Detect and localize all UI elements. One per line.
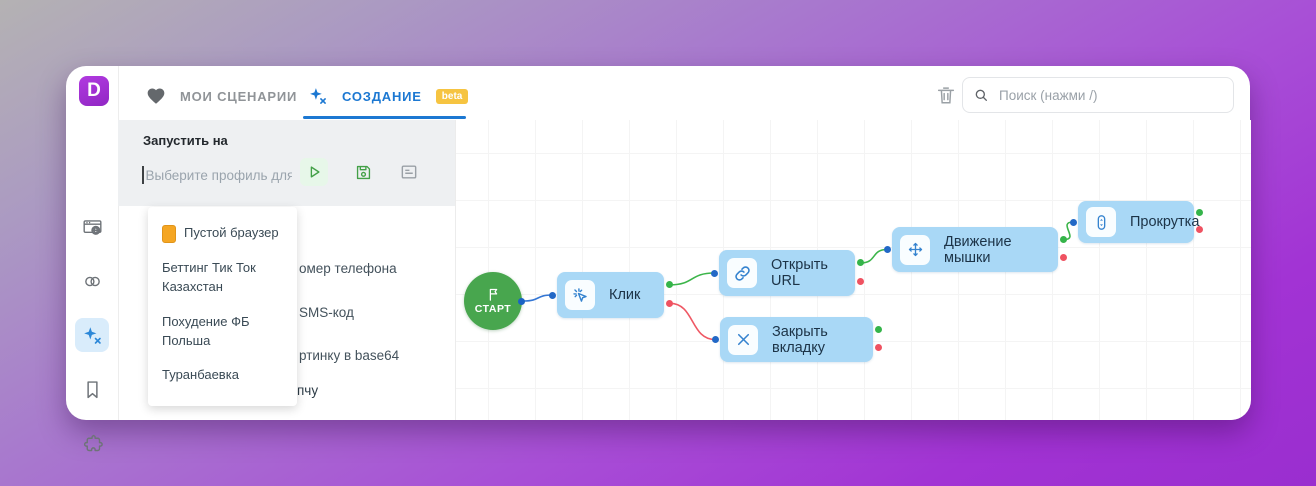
error-port[interactable] xyxy=(857,278,864,285)
tab-label: СОЗДАНИЕ xyxy=(342,88,422,104)
input-port[interactable] xyxy=(549,291,556,299)
move-icon xyxy=(900,234,930,265)
node-label: Открыть URL xyxy=(771,257,828,289)
dropdown-item-label: Беттинг Тик Ток Казахстан xyxy=(162,260,256,294)
save-icon xyxy=(356,165,371,179)
dropdown-item-label: Туранбаевка xyxy=(162,367,239,383)
sidebar-item-extensions[interactable] xyxy=(75,426,109,460)
error-port[interactable] xyxy=(1196,226,1203,233)
dropdown-item-profile[interactable]: Туранбаевка xyxy=(148,361,297,396)
flow-node-close-tab[interactable]: Закрыть вкладку xyxy=(712,317,882,362)
sidebar-item-proxy[interactable] xyxy=(75,264,109,298)
link-icon xyxy=(727,258,757,288)
input-port[interactable] xyxy=(1070,218,1077,226)
success-port[interactable] xyxy=(875,326,882,333)
flow-node-start[interactable]: СТАРТ xyxy=(464,272,525,330)
node-label: Клик xyxy=(609,287,641,303)
success-port[interactable] xyxy=(857,259,864,266)
node-label: Прокрутка xyxy=(1130,214,1200,230)
trash-button[interactable] xyxy=(935,84,957,108)
heart-icon xyxy=(146,86,166,106)
dropdown-item-label: Пустой браузер xyxy=(184,225,279,240)
flow-canvas[interactable] xyxy=(455,120,1251,420)
sidebar-item-bookmarks[interactable] xyxy=(75,372,109,406)
start-node-label: СТАРТ xyxy=(474,303,512,315)
node-label: Движение мышки xyxy=(944,233,1012,266)
input-port[interactable] xyxy=(884,246,891,253)
flag-icon xyxy=(486,287,501,302)
sidebar-nav xyxy=(66,210,118,460)
report-button[interactable] xyxy=(399,162,419,182)
profile-select-input[interactable]: Выберите профиль для з xyxy=(142,163,292,187)
beta-badge: beta xyxy=(435,88,469,104)
dropdown-item-profile[interactable]: Беттинг Тик Ток Казахстан xyxy=(148,254,297,308)
browser-icon xyxy=(82,217,103,238)
cursor-click-icon xyxy=(565,280,595,310)
sidebar-item-browser-profiles[interactable] xyxy=(75,210,109,244)
dropdown-item-label: Похудение ФБ Польша xyxy=(162,313,250,348)
save-button[interactable] xyxy=(354,163,373,182)
flow-node-click[interactable]: Клик xyxy=(549,272,673,318)
search-icon xyxy=(975,89,987,101)
flow-node-open-url[interactable]: Открыть URL xyxy=(711,250,864,296)
input-port[interactable] xyxy=(711,269,718,277)
report-icon xyxy=(401,165,417,179)
success-port[interactable] xyxy=(666,281,673,288)
input-port[interactable] xyxy=(712,336,719,343)
run-button[interactable] xyxy=(300,158,328,186)
error-port[interactable] xyxy=(1060,254,1067,261)
tab-creation[interactable]: СОЗДАНИЕ beta xyxy=(308,86,469,106)
success-port[interactable] xyxy=(1196,209,1203,216)
active-tab-indicator xyxy=(303,116,466,119)
action-list-item-partial[interactable]: омер телефона xyxy=(299,261,397,276)
success-port[interactable] xyxy=(1060,236,1067,243)
tab-label: МОИ СЦЕНАРИИ xyxy=(180,88,298,104)
flow-node-scroll[interactable]: Прокрутка xyxy=(1070,201,1203,243)
profile-dropdown: Пустой браузер Беттинг Тик Ток Казахстан… xyxy=(148,207,297,407)
magic-icon xyxy=(82,325,103,346)
dropdown-item-profile[interactable]: Похудение ФБ Польша xyxy=(148,308,297,362)
bookmark-icon xyxy=(82,379,103,400)
run-panel: Запустить на Выберите профиль для з xyxy=(118,120,455,206)
output-port[interactable] xyxy=(518,297,525,305)
search-box xyxy=(962,77,1234,113)
puzzle-icon xyxy=(82,433,103,454)
empty-browser-swatch-icon xyxy=(162,225,176,243)
flow-node-mouse-move[interactable]: Движение мышки xyxy=(884,227,1067,272)
dropdown-item-empty-browser[interactable]: Пустой браузер xyxy=(148,219,297,254)
links-icon xyxy=(82,271,103,292)
node-label: Закрыть вкладку xyxy=(772,323,828,356)
search-input[interactable] xyxy=(997,86,1223,104)
sidebar-item-automation[interactable] xyxy=(75,318,109,352)
scroll-icon xyxy=(1086,207,1116,237)
text-caret xyxy=(142,166,144,184)
action-list-item-partial[interactable]: ртинку в base64 xyxy=(299,348,400,363)
error-port[interactable] xyxy=(666,300,673,307)
play-icon xyxy=(310,166,320,178)
magic-icon xyxy=(308,86,328,106)
run-actions xyxy=(300,158,419,186)
run-panel-title: Запустить на xyxy=(143,133,228,148)
action-list-item-partial[interactable]: SMS-код xyxy=(299,305,354,320)
close-icon xyxy=(728,324,758,355)
error-port[interactable] xyxy=(875,344,882,351)
profile-placeholder: Выберите профиль для з xyxy=(145,167,293,183)
tab-my-scenarios[interactable]: МОИ СЦЕНАРИИ xyxy=(146,86,297,106)
icon-sidebar: D xyxy=(66,66,119,451)
app-logo: D xyxy=(79,76,109,106)
